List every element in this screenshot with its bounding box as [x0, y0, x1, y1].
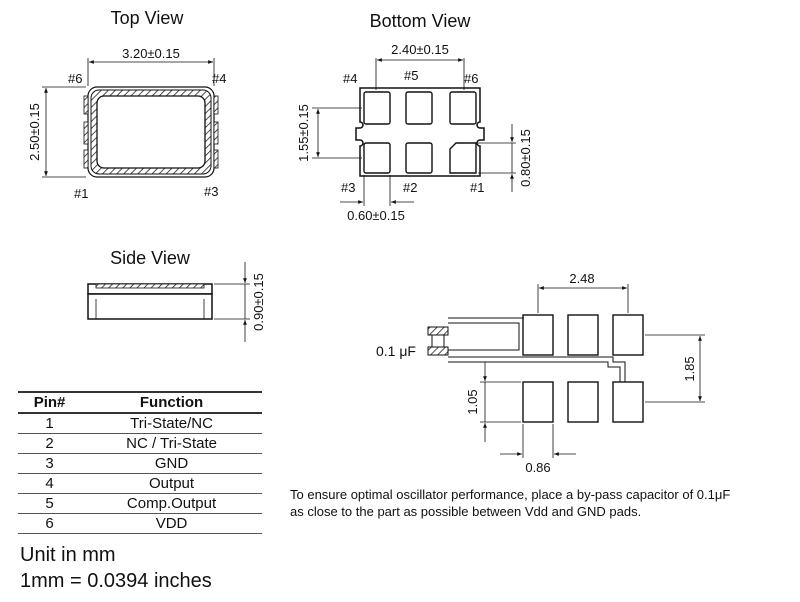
- land-pad: [567, 314, 599, 356]
- land-padwidth-dimension: 0.86: [525, 460, 550, 475]
- capacitor-label: 0.1 μF: [376, 343, 416, 359]
- units-line: Unit in mm: [20, 544, 116, 566]
- bottom-view-title: Bottom View: [370, 11, 472, 31]
- pin-number: 1: [18, 413, 82, 434]
- land-pad: [612, 314, 644, 356]
- bottom-pad-3: [363, 142, 391, 174]
- note-line: as close to the part as possible between…: [290, 504, 642, 519]
- land-pattern-pads: [522, 314, 644, 423]
- land-padheight-dimension: 1.05: [465, 389, 480, 414]
- top-height-dimension: 2.50±0.15: [27, 103, 42, 161]
- pin-number: 2: [18, 433, 82, 454]
- bottom-pad-6: [449, 91, 477, 125]
- top-view-package: [83, 86, 219, 178]
- land-pad: [522, 381, 554, 423]
- bottom-span-dimension: 2.40±0.15: [391, 42, 449, 57]
- bottom-pad-2: [405, 142, 433, 174]
- pin-function: Output: [81, 473, 262, 494]
- top-pin4-label: #4: [212, 71, 226, 86]
- pin-function: Comp.Output: [81, 493, 262, 514]
- bottom-pin4-label: #4: [343, 71, 357, 86]
- pin-function: VDD: [81, 513, 262, 534]
- bypass-capacitor: [427, 317, 626, 382]
- pin-header: Pin#: [18, 391, 82, 414]
- table-row: 3 GND: [18, 453, 262, 474]
- pin-function: GND: [81, 453, 262, 474]
- side-view-title: Side View: [110, 248, 191, 268]
- side-height-dimension: 0.90±0.15: [251, 273, 266, 331]
- table-header-row: Pin# Function: [18, 391, 262, 414]
- top-width-dimension: 3.20±0.15: [122, 46, 180, 61]
- side-view-package: [87, 283, 213, 320]
- top-pin1-label: #1: [74, 186, 88, 201]
- bottom-pads: [363, 91, 477, 174]
- table-row: 6 VDD: [18, 513, 262, 534]
- top-pin3-label: #3: [204, 184, 218, 199]
- pin-function: Tri-State/NC: [81, 413, 262, 434]
- bottom-rowspan-dimension: 1.55±0.15: [296, 104, 311, 162]
- land-span-dimension: 2.48: [569, 271, 594, 286]
- bottom-pin5-label: #5: [404, 68, 418, 83]
- table-row: 4 Output: [18, 473, 262, 494]
- pin-number: 3: [18, 453, 82, 474]
- pin-function-table: Pin# Function 1 Tri-State/NC 2 NC / Tri-…: [18, 391, 262, 534]
- pin-number: 6: [18, 513, 82, 534]
- units-note: Unit in mm 1mm = 0.0394 inches: [20, 542, 212, 594]
- bottom-pad-5: [405, 91, 433, 125]
- bottom-pin3-label: #3: [341, 180, 355, 195]
- pin-function: NC / Tri-State: [81, 433, 262, 454]
- land-rowspan-dimension: 1.85: [682, 356, 697, 381]
- bottom-padheight-dimension: 0.80±0.15: [518, 129, 533, 187]
- note-line: To ensure optimal oscillator performance…: [290, 487, 731, 502]
- table-row: 5 Comp.Output: [18, 493, 262, 514]
- land-pad: [522, 314, 554, 356]
- bottom-pin2-label: #2: [403, 180, 417, 195]
- bypass-capacitor-note: To ensure optimal oscillator performance…: [290, 486, 790, 520]
- bottom-pad-4: [363, 91, 391, 125]
- table-row: 2 NC / Tri-State: [18, 433, 262, 454]
- pin-number: 5: [18, 493, 82, 514]
- land-pad: [567, 381, 599, 423]
- bottom-padwidth-dimension: 0.60±0.15: [347, 208, 405, 223]
- table-row: 1 Tri-State/NC: [18, 413, 262, 434]
- function-header: Function: [81, 391, 262, 414]
- top-view-title: Top View: [111, 8, 185, 28]
- land-pad: [612, 381, 644, 423]
- conversion-line: 1mm = 0.0394 inches: [20, 570, 212, 592]
- top-pin6-label: #6: [68, 71, 82, 86]
- bottom-pin1-label: #1: [470, 180, 484, 195]
- bottom-pin6-label: #6: [464, 71, 478, 86]
- pin-number: 4: [18, 473, 82, 494]
- bottom-pad-1: [449, 142, 477, 174]
